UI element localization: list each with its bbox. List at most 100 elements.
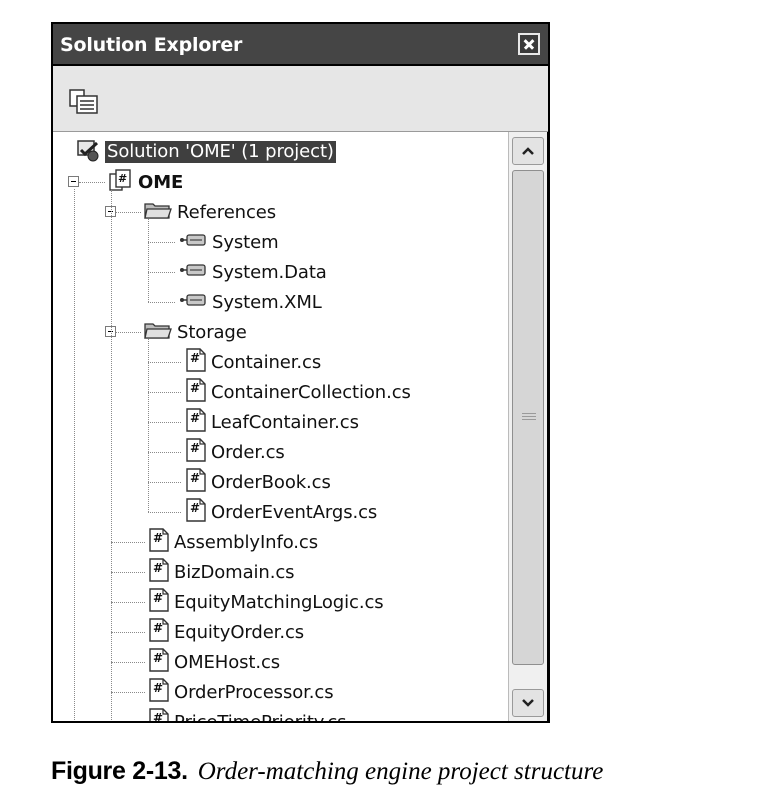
tree-item-label: Container.cs xyxy=(211,351,322,373)
grip-line xyxy=(522,416,536,417)
grip-line xyxy=(522,419,536,420)
csharp-file-icon: # xyxy=(148,557,170,587)
tree-item-file[interactable]: # AssemblyInfo.cs xyxy=(148,528,318,556)
scroll-up-button[interactable] xyxy=(512,137,544,165)
panel-title: Solution Explorer xyxy=(60,34,243,56)
tree-item-label: Solution 'OME' (1 project) xyxy=(105,141,336,163)
svg-text:#: # xyxy=(190,381,200,395)
svg-text:#: # xyxy=(153,561,163,575)
grip-line xyxy=(522,413,536,414)
tree-item-file[interactable]: # PriceTimePriority.cs xyxy=(148,707,347,722)
csharp-file-icon: # xyxy=(148,647,170,677)
svg-text:#: # xyxy=(153,531,163,545)
tree-item-references[interactable]: References xyxy=(143,198,276,226)
toolbar xyxy=(53,66,548,132)
tree-item-label: AssemblyInfo.cs xyxy=(174,531,319,553)
svg-text:#: # xyxy=(153,711,163,721)
collapse-project-toggle[interactable] xyxy=(68,176,79,187)
csharp-file-icon: # xyxy=(185,347,207,377)
csharp-file-icon: # xyxy=(148,707,170,721)
figure-title: Order-matching engine project structure xyxy=(197,758,604,785)
tree-guide-line xyxy=(74,189,75,721)
tree-item-file[interactable]: #Order.cs xyxy=(185,438,285,466)
tree-item-label: System xyxy=(212,231,279,253)
tree-guide-line xyxy=(148,362,181,363)
assembly-reference-icon xyxy=(178,292,208,312)
tree-item-file[interactable]: # OrderProcessor.cs xyxy=(148,678,334,706)
svg-text:#: # xyxy=(153,651,163,665)
svg-text:#: # xyxy=(153,621,163,635)
csharp-file-icon: # xyxy=(148,617,170,647)
solution-tree: Solution 'OME' (1 project) # OME References… xyxy=(53,132,508,721)
storage-folder-icon xyxy=(143,319,173,345)
tree-item-file[interactable]: # ContainerCollection.cs xyxy=(185,378,411,406)
csharp-file-icon: # xyxy=(185,377,207,407)
csharp-file-icon: # xyxy=(148,677,170,707)
tree-item-file[interactable]: # LeafContainer.cs xyxy=(185,408,359,436)
tree-item-label: OrderBook.cs xyxy=(211,471,331,493)
svg-text:#: # xyxy=(118,172,127,185)
tree-guide-line xyxy=(79,182,105,183)
solution-explorer-panel: Solution Explorer Solution 'OME' (1 proj… xyxy=(51,22,550,723)
figure-number: Figure 2-13. xyxy=(51,757,188,785)
tree-item-reference[interactable]: System.Data xyxy=(178,258,327,286)
csharp-file-icon: # xyxy=(185,407,207,437)
csharp-file-icon: # xyxy=(185,467,207,497)
svg-text:#: # xyxy=(190,501,200,515)
tree-guide-line xyxy=(148,512,181,513)
csharp-file-icon: # xyxy=(185,497,207,527)
title-bar: Solution Explorer xyxy=(53,24,548,64)
tree-item-file[interactable]: #Container.cs xyxy=(185,348,321,376)
collapse-references-toggle[interactable] xyxy=(105,206,116,217)
tree-item-file[interactable]: #EquityMatchingLogic.cs xyxy=(148,588,384,616)
references-folder-icon xyxy=(143,199,173,225)
tree-guide-line xyxy=(111,602,145,603)
tree-item-file[interactable]: #OrderBook.cs xyxy=(185,468,331,496)
tree-item-label: PriceTimePriority.cs xyxy=(174,712,347,722)
csharp-file-icon: # xyxy=(148,587,170,617)
tree-guide-line xyxy=(148,482,181,483)
tree-item-label: EquityOrder.cs xyxy=(174,621,305,643)
tree-guide-line xyxy=(148,452,181,453)
svg-text:#: # xyxy=(153,591,163,605)
tree-item-storage[interactable]: Storage xyxy=(143,318,247,346)
scroll-thumb[interactable] xyxy=(512,170,544,665)
collapse-storage-toggle[interactable] xyxy=(105,326,116,337)
tree-item-project[interactable]: # OME xyxy=(108,168,183,196)
vertical-scrollbar[interactable] xyxy=(508,132,547,721)
tree-guide-line xyxy=(148,339,149,512)
tree-item-solution[interactable]: Solution 'OME' (1 project) xyxy=(75,138,336,166)
tree-item-label: LeafContainer.cs xyxy=(211,411,359,433)
tree-item-label: BizDomain.cs xyxy=(174,561,295,583)
tree-item-label: System.XML xyxy=(212,291,322,313)
svg-text:#: # xyxy=(190,441,200,455)
svg-text:#: # xyxy=(153,681,163,695)
tree-guide-line xyxy=(148,422,181,423)
tree-item-file[interactable]: # BizDomain.cs xyxy=(148,557,295,587)
csharp-file-icon: # xyxy=(148,527,170,557)
tree-item-label: OrderProcessor.cs xyxy=(174,681,334,703)
tree-item-label: System.Data xyxy=(212,261,327,283)
tree-item-label: Storage xyxy=(177,321,247,343)
scroll-down-button[interactable] xyxy=(512,689,544,717)
tree-guide-line xyxy=(111,572,145,573)
tree-item-file[interactable]: # EquityOrder.cs xyxy=(148,618,304,646)
svg-text:#: # xyxy=(190,411,200,425)
tree-guide-line xyxy=(148,272,175,273)
tree-guide-line xyxy=(148,242,175,243)
figure-caption: Figure 2-13. Order-matching engine projec… xyxy=(51,756,603,786)
tree-guide-line xyxy=(111,190,112,721)
tree-guide-line xyxy=(116,212,141,213)
tree-guide-line xyxy=(148,219,149,302)
chevron-down-icon xyxy=(522,699,534,707)
tree-item-file[interactable]: #OrderEventArgs.cs xyxy=(185,498,377,526)
close-icon[interactable] xyxy=(518,33,540,55)
csharp-project-icon: # xyxy=(108,168,134,196)
tree-item-reference[interactable]: System xyxy=(178,228,279,256)
tree-guide-line xyxy=(148,302,175,303)
tree-item-label: ContainerCollection.cs xyxy=(211,381,411,403)
tree-item-reference[interactable]: System.XML xyxy=(178,288,322,316)
properties-icon[interactable] xyxy=(68,88,100,116)
tree-item-file[interactable]: #OMEHost.cs xyxy=(148,648,280,676)
tree-item-label: OME xyxy=(138,171,184,193)
